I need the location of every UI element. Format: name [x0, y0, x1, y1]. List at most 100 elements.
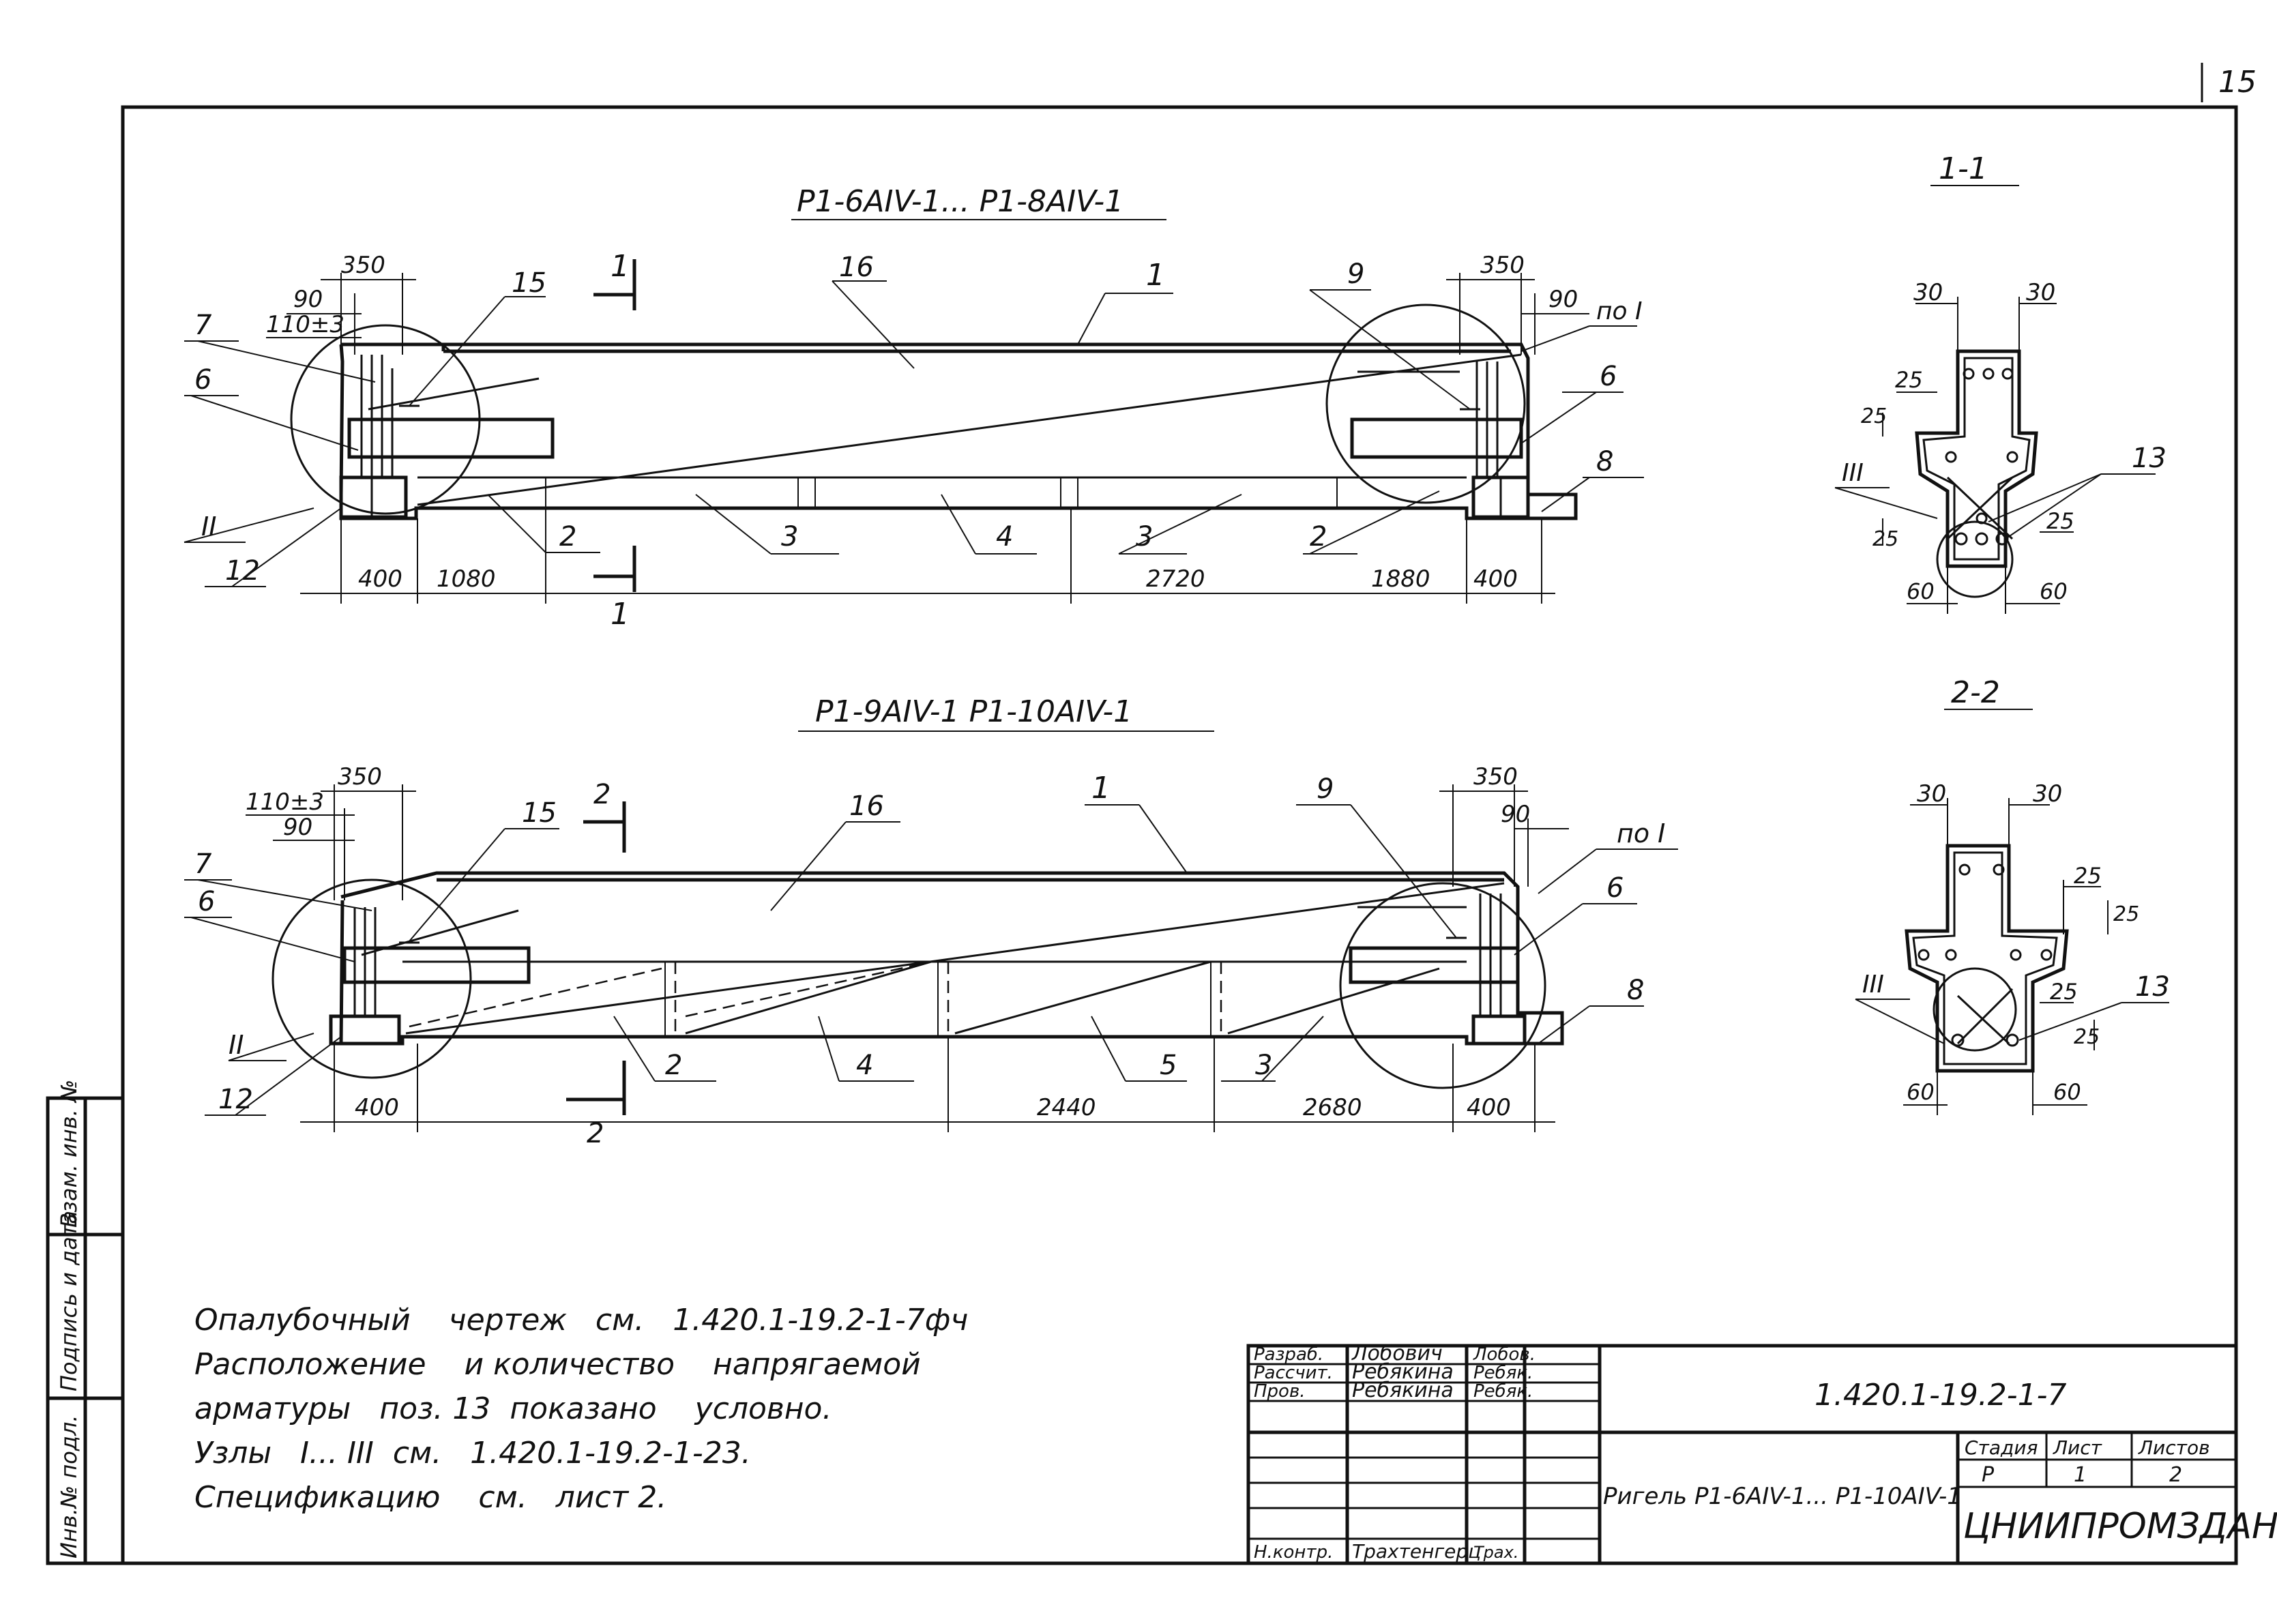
node-II: II: [201, 512, 216, 542]
sec2-dim-25-c: 25: [2050, 979, 2078, 1005]
pos-4-2: 4: [856, 1050, 873, 1081]
role-rasschit: Рассчит.: [1254, 1363, 1333, 1383]
name-prov: Ребякина: [1352, 1378, 1454, 1402]
pos-3-2: 3: [1255, 1050, 1272, 1081]
sheets-label: Листов: [2138, 1436, 2210, 1459]
pos-2-left: 2: [559, 521, 576, 552]
dim-90-left-2: 90: [283, 814, 312, 841]
name-rasschit: Ребякина: [1352, 1360, 1454, 1384]
section-2-2: 2-2 30 30 25 25 25 25 60 60 III 13: [1855, 675, 2170, 1115]
stage-value: Р: [1982, 1463, 1995, 1487]
dim-2680: 2680: [1303, 1094, 1362, 1121]
page-number: 15: [2218, 65, 2257, 100]
node-I-ref: по I: [1596, 297, 1643, 325]
sec1-dim-60-left: 60: [1907, 578, 1935, 604]
sec1-dim-25-d: 25: [2046, 508, 2074, 534]
section-1-1: 1-1 30 30 25 25 25 25 60 60 III 13: [1834, 151, 2166, 614]
pos-16-2: 16: [849, 791, 884, 822]
pos-2-2: 2: [665, 1050, 682, 1081]
sheet-value: 1: [2074, 1463, 2087, 1487]
title-block: Разраб. Рассчит. Пров. Н.контр. Лобович …: [1246, 1342, 2277, 1565]
sec1-dim-60-right: 60: [2040, 578, 2068, 604]
node-circle-right-2: [1339, 882, 1546, 1089]
section-1-outline: [1915, 349, 2038, 568]
bottom-beam-view: Р1-9АIV-1 Р1-10АIV-1: [184, 694, 1678, 1149]
sec1-dim-30-left: 30: [1913, 279, 1943, 306]
dim-1880: 1880: [1371, 565, 1430, 593]
stamp-podpis-data: Подпись и дата: [56, 1211, 82, 1391]
sec1-node-III: III: [1842, 459, 1864, 487]
role-prov: Пров.: [1254, 1381, 1306, 1402]
organization: ЦНИИПРОМЗДАНИЙ: [1963, 1505, 2277, 1547]
pos-15: 15: [512, 267, 546, 299]
dim-400-right-2: 400: [1467, 1094, 1511, 1121]
dim-350-left: 350: [341, 252, 385, 279]
signature-2: Ребяк.: [1473, 1363, 1533, 1383]
pos-5-2: 5: [1160, 1050, 1177, 1081]
sec2-dim-25-d: 25: [2074, 1025, 2100, 1049]
signature-4: Трах.: [1473, 1543, 1518, 1562]
element-name: Ригель Р1-6АIV-1... Р1-10АIV-1: [1603, 1483, 1962, 1510]
pos-16: 16: [839, 252, 874, 283]
sec2-pos-13: 13: [2135, 971, 2170, 1003]
node-circle-right: [1325, 304, 1526, 504]
note-line-3: арматуры поз. 13 показано условно.: [194, 1391, 832, 1426]
cut-2-bottom: 2: [587, 1118, 604, 1149]
pos-3-right: 3: [1136, 521, 1153, 552]
stamp-vzam-inv: Взам. инв. №: [56, 1080, 82, 1228]
sec1-dim-25-a: 25: [1895, 367, 1923, 393]
pos-8-2: 8: [1627, 975, 1644, 1006]
pos-15-2: 15: [522, 797, 557, 829]
pos-6-right: 6: [1600, 361, 1617, 392]
pos-3-left: 3: [781, 521, 798, 552]
dim-90-right-2: 90: [1501, 801, 1530, 828]
dim-400-right: 400: [1473, 565, 1518, 593]
pos-9: 9: [1347, 259, 1364, 290]
node-I-ref-2: по I: [1617, 818, 1665, 848]
dim-1080: 1080: [437, 565, 496, 593]
sec1-dim-25-b: 25: [1861, 404, 1887, 428]
dim-2440: 2440: [1037, 1094, 1096, 1121]
section-2-title: 2-2: [1951, 675, 2000, 710]
role-n-kontr: Н.контр.: [1254, 1542, 1333, 1563]
pos-4: 4: [996, 521, 1013, 552]
pos-6-right-2: 6: [1606, 872, 1624, 904]
dim-90-left: 90: [293, 286, 323, 313]
signature-1: Лобов.: [1473, 1344, 1536, 1365]
pos-8: 8: [1596, 446, 1613, 477]
pos-6-left: 6: [194, 364, 211, 396]
drawing-frame: [121, 105, 2238, 1565]
sec1-pos-13: 13: [2132, 443, 2166, 474]
pos-12: 12: [225, 555, 260, 587]
dim-110-left: 110±3: [266, 311, 344, 338]
node-III-circle-2: [1933, 967, 2017, 1052]
dim-350-left-2: 350: [338, 763, 382, 791]
signature-3: Ребяк.: [1473, 1381, 1533, 1402]
name-razrab: Лобович: [1351, 1342, 1443, 1365]
note-line-1: Опалубочный чертеж см. 1.420.1-19.2-1-7ф…: [194, 1303, 968, 1338]
note-line-2: Расположение и количество напрягаемой: [194, 1347, 921, 1382]
section-1-title: 1-1: [1939, 151, 1988, 186]
sec1-dim-30-right: 30: [2026, 279, 2055, 306]
cut-1-top: 1: [611, 249, 630, 284]
dim-110-left-2: 110±3: [246, 788, 324, 816]
note-line-5: Спецификацию см. лист 2.: [194, 1480, 666, 1515]
pos-7: 7: [194, 310, 212, 341]
name-n-kontr: Трахтенгерц: [1352, 1540, 1481, 1563]
notes-block: Опалубочный чертеж см. 1.420.1-19.2-1-7ф…: [194, 1303, 968, 1515]
sec2-dim-25-b: 25: [2113, 902, 2139, 926]
sec2-dim-30-left: 30: [1917, 780, 1946, 808]
dim-2720: 2720: [1146, 565, 1205, 593]
page-number-box: 15: [2201, 63, 2257, 102]
stage-label: Стадия: [1965, 1436, 2038, 1459]
sec2-dim-60-left: 60: [1907, 1079, 1935, 1105]
stamp-inv-podl: Инв.№ подл.: [56, 1415, 82, 1559]
top-title: Р1-6АIV-1... Р1-8АIV-1: [797, 184, 1123, 219]
node-circle-left-2: [271, 879, 472, 1079]
bottom-beam-outline: [339, 871, 1564, 1046]
dim-350-right: 350: [1480, 252, 1525, 279]
top-beam-view: Р1-6АIV-1... Р1-8АIV-1: [183, 184, 1644, 632]
sec1-dim-25-c: 25: [1872, 527, 1898, 551]
node-II-2: II: [229, 1030, 244, 1060]
